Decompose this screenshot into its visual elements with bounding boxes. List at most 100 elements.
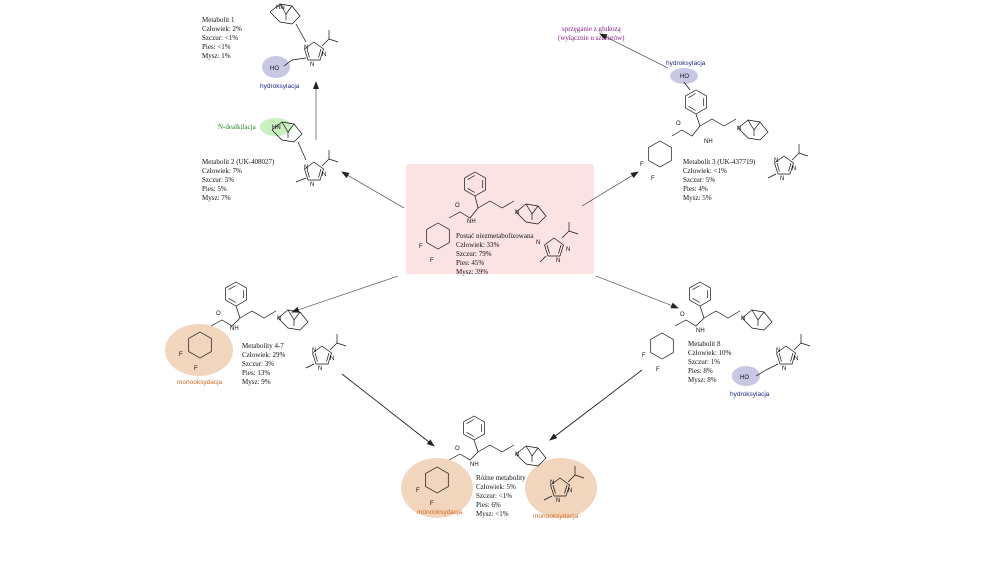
mix-dog: Pies: 6% [476,501,501,509]
parent-highlight-box [406,164,594,274]
m2-dog: Pies: 5% [202,185,227,193]
atom-f: F [430,501,434,507]
atom-o: O [455,203,460,209]
m1-rat: Szczur: <1% [202,34,238,42]
atom-hn: HN [272,125,281,131]
atom-nh: NH [467,219,476,225]
monooxidation-highlight-left [401,458,473,518]
atom-f: F [640,162,644,168]
various-metabolites: NH O F F monooksydacja N N N N monooksyd… [401,415,597,520]
atom-n: N [792,166,796,172]
m3-mouse: Mysz: 5% [683,194,712,202]
atom-n: N [556,498,560,504]
atom-n: N [780,176,784,182]
m8-mouse: Mysz: 8% [688,376,717,384]
atom-f: F [179,352,183,358]
atom-f: F [651,176,655,182]
atom-n: N [515,452,519,458]
atom-f: F [656,367,660,373]
atom-n: N [782,366,786,372]
arrow-to-m47 [291,275,399,313]
atom-o: O [676,121,681,127]
conjugation-line-1: sprzęganie z glukozą [562,25,622,33]
arrow-m47-to-mix [341,373,435,447]
mix-human: Człowiek: 5% [476,483,516,491]
atom-n: N [318,366,322,372]
atom-n: N [536,240,540,246]
atom-hn: HN [276,5,285,11]
m1-mouse: Mysz: 1% [202,52,231,60]
mix-name: Różne metabolity [476,474,526,482]
atom-n: N [776,348,780,354]
atom-n: N [794,356,798,362]
arrow-m3-to-conjugation [599,33,669,69]
atom-n: N [312,348,316,354]
atom-f: F [419,244,423,250]
arrow-to-m8 [595,275,679,309]
m2-human: Człowiek: 7% [202,167,242,175]
m3-dog: Pies: 4% [683,185,708,193]
metabolite-2: HN N N N N-dealkilacja Metabolit 2 (UK-4… [202,118,339,202]
atom-n: N [568,488,572,494]
m47-tag: monooksydacja [177,379,223,386]
m2-tag: N-dealkilacja [218,123,257,131]
m47-mouse: Mysz: 9% [242,378,271,386]
m1-human: Człowiek: 2% [202,25,242,33]
m47-human: Człowiek: 29% [242,351,286,359]
atom-n: N [322,52,326,58]
atom-f: F [416,488,420,494]
hydroxylation-highlight-3 [670,68,698,84]
m3-tag: hydroksylacja [666,60,706,67]
atom-o: O [216,311,221,317]
arrow-to-m2 [341,171,405,209]
atom-n: N [304,165,308,171]
atom-n: N [310,182,314,188]
atom-o: O [680,312,685,318]
arrow-m8-to-mix [549,369,643,441]
mix-tag-right: monooksydacja [533,513,579,520]
m47-rat: Szczur: 3% [242,360,274,368]
m3-rat: Szczur: 5% [683,176,715,184]
atom-f: F [194,366,198,372]
atom-n: N [304,45,308,51]
atom-f: F [642,353,646,359]
atom-nh: NH [704,139,713,145]
atom-ho: HO [270,66,279,72]
atom-ho: HO [680,74,689,80]
m3-name: Metabolit 3 (UK-437719) [683,158,756,166]
metabolites-4-7: NH O F F monooksydacja N N N N Metabolit… [165,281,347,386]
m1-dog: Pies: <1% [202,43,231,51]
hydroxylation-highlight-8 [732,366,760,386]
m3-human: Człowiek: <1% [683,167,727,175]
arrow-to-m3 [581,171,639,207]
parent-rat: Szczur: 79% [456,250,492,258]
monooxidation-highlight-4-7 [165,324,233,376]
metabolite-8: NH O F F N N N N HO hydroksylacja Metabo… [642,281,811,398]
m8-tag: hydroksylacja [730,391,770,398]
reaction-arrows [291,33,679,447]
atom-nh: NH [230,326,239,332]
atom-n: N [556,258,560,264]
atom-n: N [515,210,519,216]
atom-ho: HO [740,375,749,381]
m8-human: Człowiek: 10% [688,349,732,357]
parent-mouse: Mysz: 39% [456,268,488,276]
atom-n: N [566,247,570,253]
atom-n: N [737,126,741,132]
metabolite-3: sprzęganie z glukozą (wyłącznie u szczur… [558,25,809,202]
atom-n: N [310,62,314,68]
m47-name: Metabolity 4-7 [242,342,284,350]
monooxidation-highlight-right [525,458,597,518]
m8-name: Metabolit 8 [688,340,721,348]
mix-rat: Szczur: <1% [476,492,512,500]
atom-n: N [550,480,554,486]
mix-mouse: Mysz: <1% [476,510,509,518]
atom-nh: NH [470,462,479,468]
hydroxylation-highlight-1 [262,56,290,78]
mix-tag-left: monooksydacja [417,509,463,516]
atom-n: N [741,316,745,322]
m8-rat: Szczur: 1% [688,358,720,366]
atom-n: N [322,172,326,178]
m2-mouse: Mysz: 7% [202,194,231,202]
